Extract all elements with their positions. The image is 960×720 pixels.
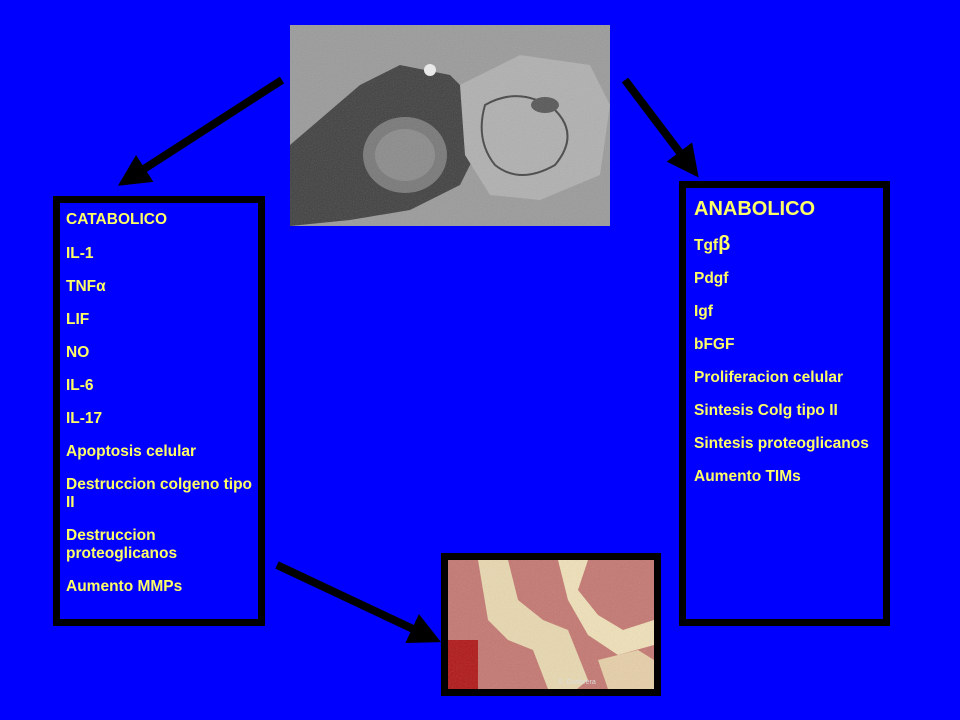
anabolic-item: Sintesis Colg tipo II (694, 402, 838, 419)
anabolic-item-tgf: Tgfβ (694, 233, 883, 255)
catabolic-item: Destruccion proteoglicanos (66, 527, 178, 562)
catabolic-item: IL-1 (66, 245, 94, 262)
anabolic-item: Aumento TIMs (694, 468, 801, 485)
photo-credit: S. Gusbrera (558, 679, 596, 686)
catabolic-title: CATABOLICO (66, 211, 168, 228)
catabolic-item: Aumento MMPs (66, 578, 183, 595)
anabolic-item: Igf (694, 303, 713, 320)
catabolic-list: CATABOLICO IL-1 TNFα LIF NO IL-6 IL-17 A… (66, 211, 258, 596)
anabolic-item: bFGF (694, 336, 735, 353)
anabolic-title: ANABOLICO (694, 198, 816, 220)
catabolic-item: Destruccion colgeno tipo II (66, 476, 253, 511)
anabolic-box: ANABOLICO Tgfβ Pdgf Igf bFGF Proliferaci… (679, 181, 890, 626)
catabolic-item: IL-17 (66, 410, 103, 427)
catabolic-item: LIF (66, 311, 90, 328)
tgf-prefix: Tgf (694, 237, 719, 254)
joint-histology-photo: S. Gusbrera (441, 553, 661, 696)
anabolic-item: Sintesis proteoglicanos (694, 435, 869, 452)
arrow-to-anabolic (621, 77, 699, 178)
catabolic-item: NO (66, 344, 90, 361)
anabolic-list: ANABOLICO Tgfβ Pdgf Igf bFGF Proliferaci… (694, 197, 883, 486)
catabolic-item: Apoptosis celular (66, 443, 197, 460)
chondrocyte-micrograph (290, 25, 610, 226)
arrow-to-histology (275, 561, 442, 643)
catabolic-box: CATABOLICO IL-1 TNFα LIF NO IL-6 IL-17 A… (53, 196, 265, 626)
anabolic-item: Pdgf (694, 270, 729, 287)
catabolic-item: TNFα (66, 278, 106, 295)
anabolic-item: Proliferacion celular (694, 369, 844, 386)
arrow-to-catabolic (117, 76, 285, 186)
tgf-beta: β (718, 233, 731, 255)
catabolic-item: IL-6 (66, 377, 94, 394)
